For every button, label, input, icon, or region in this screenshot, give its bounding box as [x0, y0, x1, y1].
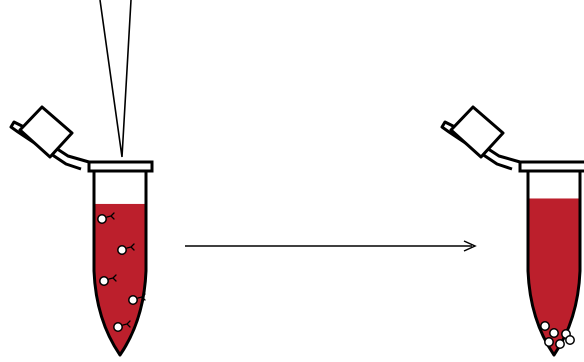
- bead-particle: [100, 277, 108, 285]
- tube-lid: [442, 107, 520, 169]
- bead-particle: [114, 323, 122, 331]
- bead-particle: [118, 246, 126, 254]
- tube-rim: [89, 162, 152, 171]
- bead-particle: [129, 296, 137, 304]
- tube-rim: [520, 162, 584, 171]
- bead-particle: [541, 322, 549, 330]
- bead-particle: [98, 215, 106, 223]
- bead-particle: [566, 336, 574, 344]
- bead-particle: [556, 340, 564, 348]
- pipette-tip-icon: [100, 0, 131, 157]
- tube-lid: [11, 107, 89, 169]
- tube-after: [442, 107, 584, 360]
- right-arrow-icon: [185, 241, 475, 251]
- tube-before: [11, 107, 152, 360]
- bead-particle: [545, 338, 553, 346]
- bead-particle: [550, 329, 558, 337]
